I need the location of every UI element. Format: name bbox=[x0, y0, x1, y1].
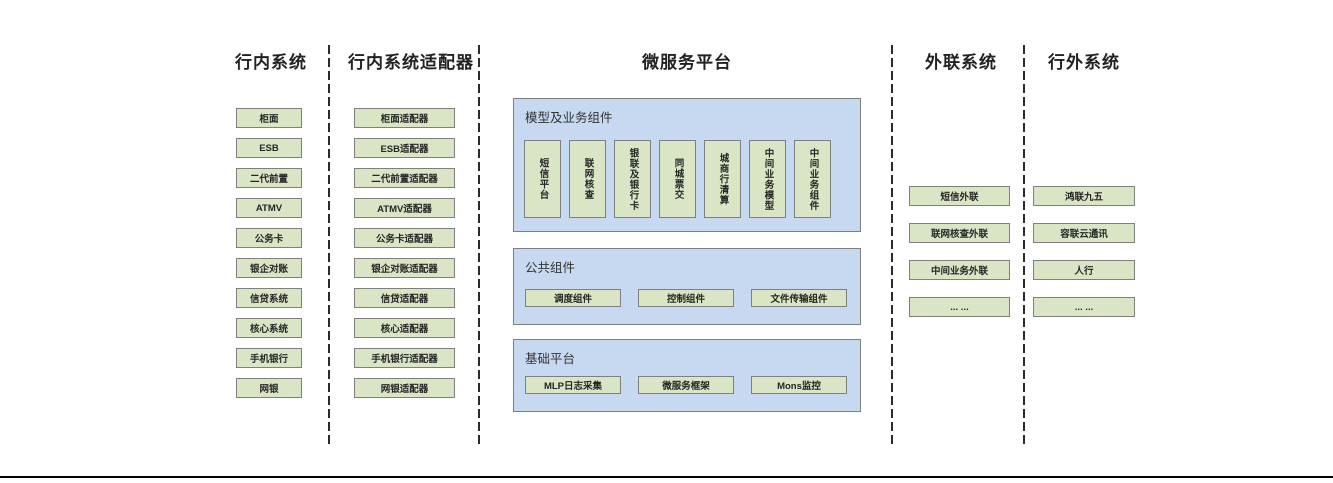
system-box: 核心系统 bbox=[236, 318, 302, 338]
component-box: MLP日志采集 bbox=[525, 376, 621, 394]
component-box-label: 联网核查 bbox=[582, 158, 594, 200]
column-adapters: 柜面适配器 ESB适配器 二代前置适配器 ATMV适配器 公务卡适配器 银企对账… bbox=[354, 108, 455, 398]
panel-title: 基础平台 bbox=[525, 352, 576, 366]
column-header-outreach: 外联系统 bbox=[925, 53, 997, 72]
separator-line bbox=[1023, 45, 1025, 445]
external-box: ... ... bbox=[1033, 297, 1135, 317]
adapter-box: 信贷适配器 bbox=[354, 288, 455, 308]
component-box-label: 银联及银行卡 bbox=[627, 147, 639, 211]
system-box: 信贷系统 bbox=[236, 288, 302, 308]
column-header-external: 行外系统 bbox=[1048, 53, 1120, 72]
adapter-box: 公务卡适配器 bbox=[354, 228, 455, 248]
separator-line bbox=[478, 45, 480, 445]
system-box: 银企对账 bbox=[236, 258, 302, 278]
outreach-box: 联网核查外联 bbox=[909, 223, 1010, 243]
adapter-box: 银企对账适配器 bbox=[354, 258, 455, 278]
component-box-vertical: 联网核查 bbox=[569, 140, 606, 218]
column-internal-systems: 柜面 ESB 二代前置 ATMV 公务卡 银企对账 信贷系统 核心系统 手机银行… bbox=[236, 108, 302, 398]
column-external-systems: 鸿联九五 容联云通讯 人行 ... ... bbox=[1033, 186, 1135, 317]
component-box: Mons监控 bbox=[751, 376, 847, 394]
adapter-box: 网银适配器 bbox=[354, 378, 455, 398]
component-box-label: 中间业务组件 bbox=[807, 147, 819, 211]
column-outreach-systems: 短信外联 联网核查外联 中间业务外联 ... ... bbox=[909, 186, 1010, 317]
panel-base-platform: 基础平台 MLP日志采集 微服务框架 Mons监控 bbox=[513, 339, 861, 412]
component-row: 调度组件 控制组件 文件传输组件 bbox=[525, 289, 847, 307]
system-box: ESB bbox=[236, 138, 302, 158]
outreach-box: ... ... bbox=[909, 297, 1010, 317]
system-box: 网银 bbox=[236, 378, 302, 398]
column-header-internal: 行内系统 bbox=[235, 53, 307, 72]
component-box-vertical: 银联及银行卡 bbox=[614, 140, 651, 218]
adapter-box: ESB适配器 bbox=[354, 138, 455, 158]
external-box: 鸿联九五 bbox=[1033, 186, 1135, 206]
component-box-label: 同城票交 bbox=[672, 158, 684, 200]
system-box: 二代前置 bbox=[236, 168, 302, 188]
panel-model-business-components: 模型及业务组件 短信平台 联网核查 银联及银行卡 同城票交 城商行清算 中间业务… bbox=[513, 98, 861, 232]
separator-line bbox=[328, 45, 330, 445]
adapter-box: ATMV适配器 bbox=[354, 198, 455, 218]
column-header-adapters: 行内系统适配器 bbox=[348, 53, 474, 72]
component-box-vertical: 同城票交 bbox=[659, 140, 696, 218]
adapter-box: 柜面适配器 bbox=[354, 108, 455, 128]
component-box: 文件传输组件 bbox=[751, 289, 847, 307]
component-box-vertical: 短信平台 bbox=[524, 140, 561, 218]
system-box: 柜面 bbox=[236, 108, 302, 128]
panel-title: 模型及业务组件 bbox=[525, 111, 613, 125]
panel-common-components: 公共组件 调度组件 控制组件 文件传输组件 bbox=[513, 248, 861, 325]
component-box-vertical: 中间业务模型 bbox=[749, 140, 786, 218]
external-box: 容联云通讯 bbox=[1033, 223, 1135, 243]
outreach-box: 短信外联 bbox=[909, 186, 1010, 206]
separator-line bbox=[891, 45, 893, 445]
panel-title: 公共组件 bbox=[525, 261, 576, 275]
component-row: MLP日志采集 微服务框架 Mons监控 bbox=[525, 376, 847, 394]
external-box: 人行 bbox=[1033, 260, 1135, 280]
column-header-platform: 微服务平台 bbox=[642, 53, 732, 72]
outreach-box: 中间业务外联 bbox=[909, 260, 1010, 280]
component-box-vertical: 中间业务组件 bbox=[794, 140, 831, 218]
system-box: 手机银行 bbox=[236, 348, 302, 368]
component-row: 短信平台 联网核查 银联及银行卡 同城票交 城商行清算 中间业务模型 中间业务组… bbox=[524, 140, 831, 218]
component-box: 调度组件 bbox=[525, 289, 621, 307]
adapter-box: 手机银行适配器 bbox=[354, 348, 455, 368]
component-box-label: 短信平台 bbox=[537, 158, 549, 200]
component-box-label: 中间业务模型 bbox=[762, 147, 774, 211]
adapter-box: 核心适配器 bbox=[354, 318, 455, 338]
component-box-label: 城商行清算 bbox=[717, 152, 729, 206]
component-box: 微服务框架 bbox=[638, 376, 734, 394]
system-box: ATMV bbox=[236, 198, 302, 218]
component-box-vertical: 城商行清算 bbox=[704, 140, 741, 218]
adapter-box: 二代前置适配器 bbox=[354, 168, 455, 188]
bottom-rule bbox=[0, 476, 1333, 478]
component-box: 控制组件 bbox=[638, 289, 734, 307]
system-box: 公务卡 bbox=[236, 228, 302, 248]
